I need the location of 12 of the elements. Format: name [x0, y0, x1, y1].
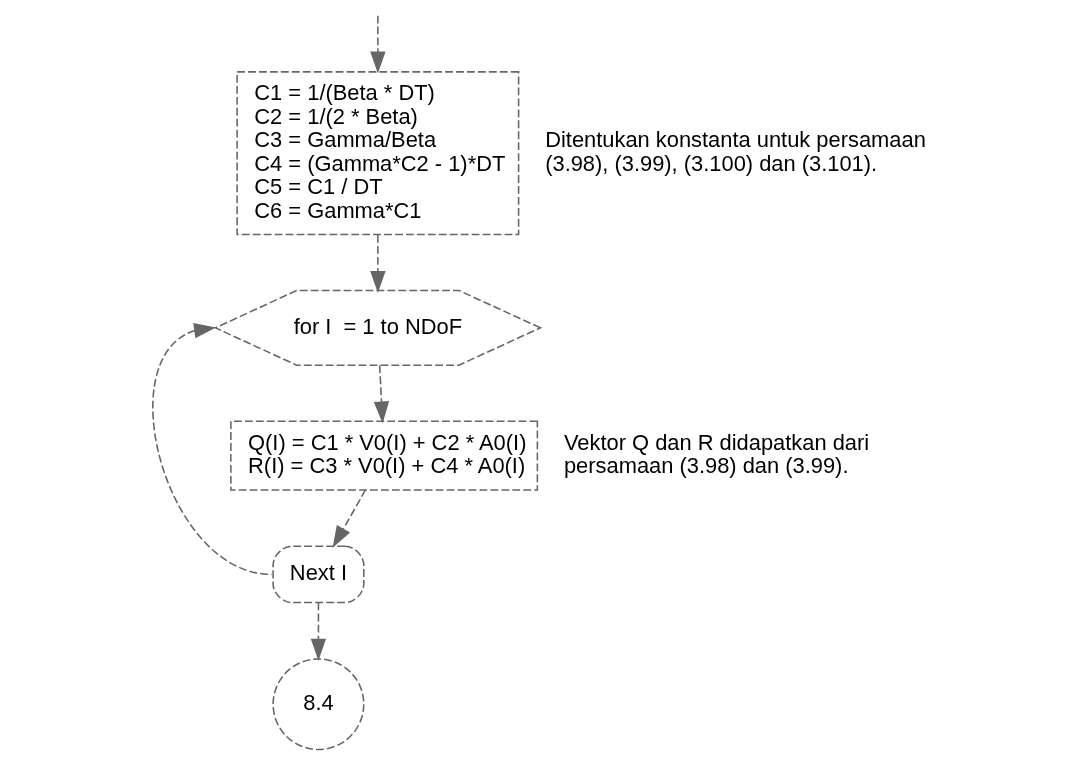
node-box: Q(I) = C1 * V0(I) + C2 * A0(I) R(I) = C3 * V0(I) + C4 * A0(I)	[229, 420, 538, 491]
node-box: Next I	[271, 545, 365, 604]
node-label: Vektor Q dan R didapatkan dari persamaan (3.98) dan (3.99).	[563, 429, 869, 479]
node-box: C1 = 1/(Beta * DT) C2 = 1/(2 * Beta) C3 = Gamma/Beta C4 = (Gamma*C2 - 1)*DT C5 = C1 / DT C6 = Gamma*C1	[235, 71, 519, 236]
arrow	[373, 364, 389, 424]
arrow	[151, 322, 272, 576]
node-label: Ditentukan konstanta untuk persamaan (3.98), (3.99), (3.100) dan (3.101).	[544, 127, 926, 176]
node-circle: 8.4	[271, 658, 365, 751]
arrow	[369, 14, 386, 74]
arrow	[369, 234, 386, 294]
arrow	[332, 489, 366, 548]
arrow	[310, 602, 326, 661]
